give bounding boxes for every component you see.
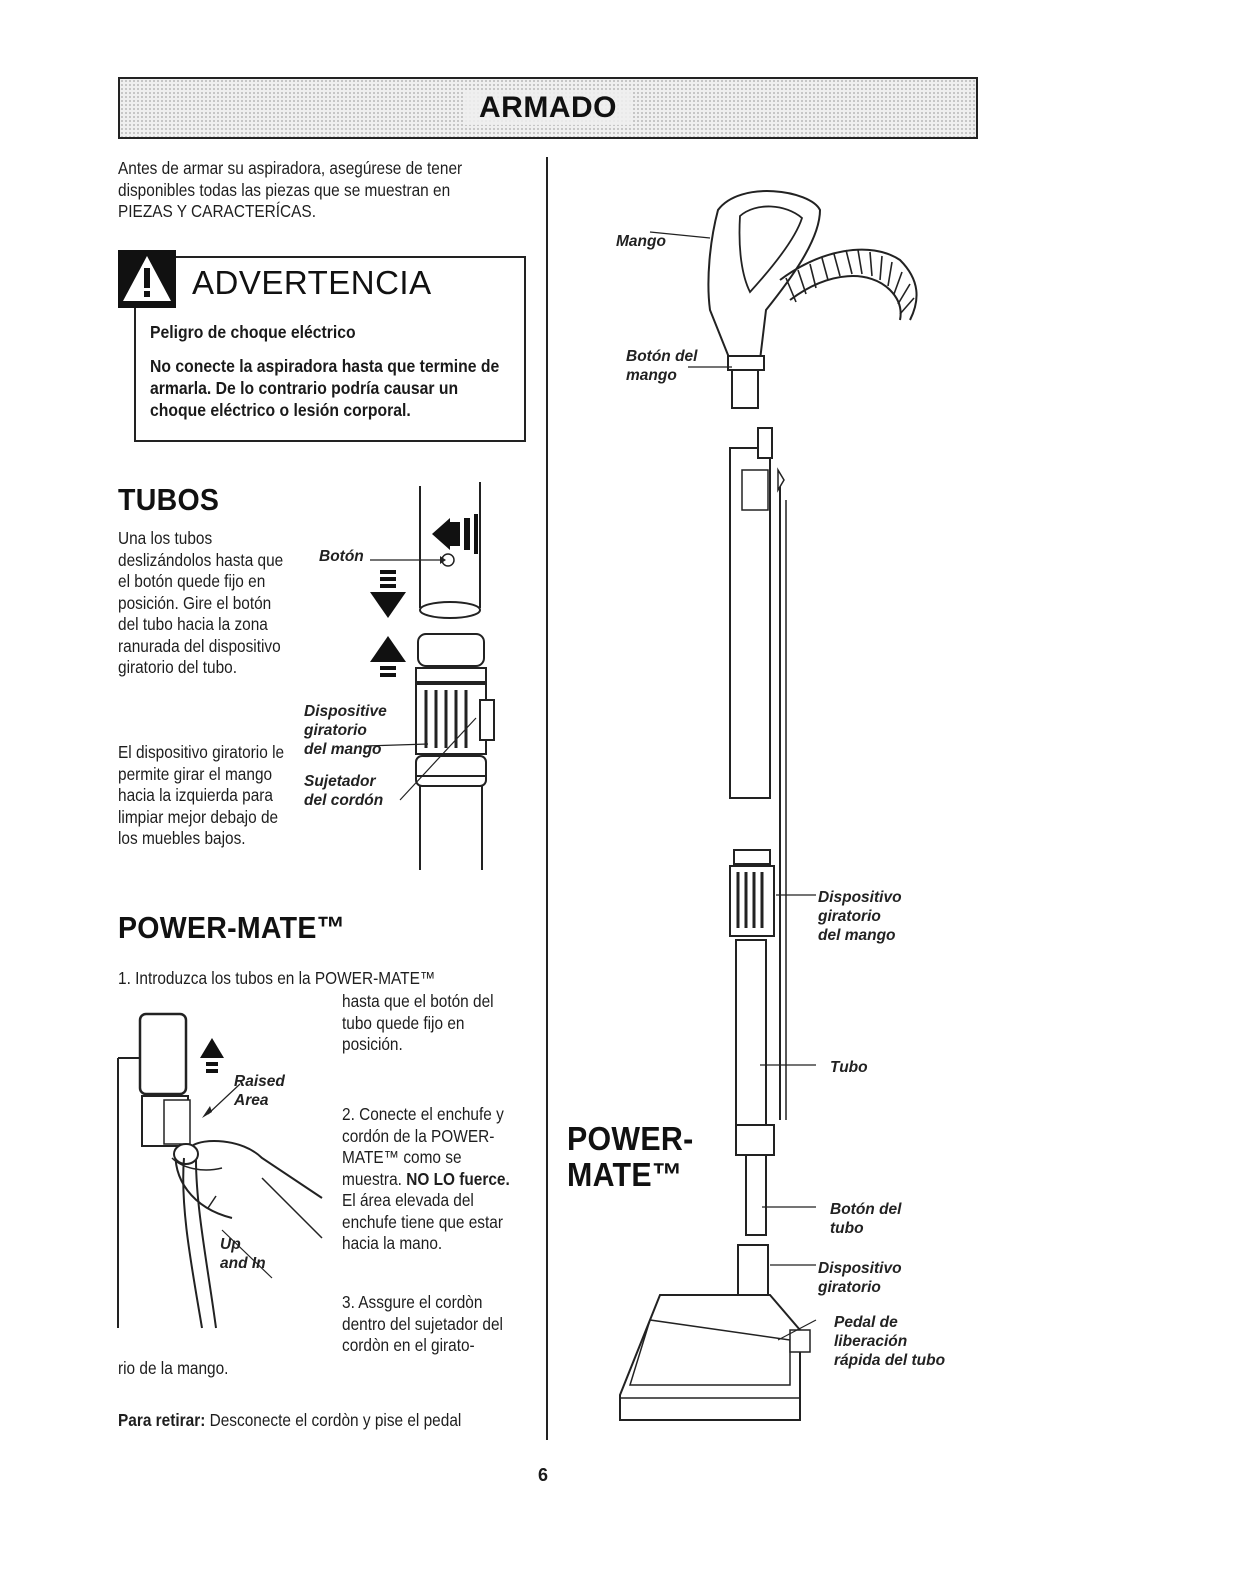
label-giratorio: giratorio <box>818 908 881 925</box>
warning-body: No conecte la aspiradora hasta que termi… <box>150 356 500 420</box>
warning-title: ADVERTENCIA <box>192 264 432 301</box>
label-mango: Mango <box>616 233 666 250</box>
powermate-step1: 1. Introduzca los tubos en la POWER-MATE… <box>118 968 436 988</box>
powermate-step1-rest: hasta que el botón del tubo quede fijo e… <box>342 991 494 1054</box>
plug-illustration <box>117 1012 323 1329</box>
label-boton-del-mango-2: mango <box>626 367 677 384</box>
step2-text-post: El área elevada del enchufe tiene que es… <box>342 1190 503 1253</box>
tube-joint-illustration <box>363 482 495 870</box>
powermate-step3: 3. Assgure el cordòn dentro del sujetado… <box>342 1292 503 1355</box>
label-del-cordon: del cordón <box>304 792 384 809</box>
label-giratorio: giratorio <box>304 722 367 739</box>
vacuum-assembly-illustration <box>619 190 918 1421</box>
retirar-label: Para retirar: <box>118 1410 206 1430</box>
label-boton-del-tubo-1: Botón del <box>830 1201 902 1218</box>
retirar-text: Desconecte el cordòn y pise el pedal <box>209 1410 462 1430</box>
powermate-step2: 2. Conecte el enchufe y cordón de la POW… <box>342 1104 518 1255</box>
label-boton-del-tubo-2: tubo <box>830 1220 864 1237</box>
section-header: ARMADO <box>118 77 978 139</box>
tubos-paragraph-2: El dispositivo giratorio le permite gira… <box>118 742 285 848</box>
label-pedal-1: Pedal de <box>834 1314 898 1331</box>
label-area: Area <box>234 1092 269 1109</box>
warning-subtitle: Peligro de choque eléctrico <box>150 322 356 342</box>
label-boton: Botón <box>319 548 364 565</box>
label-dispositive: Dispositive <box>304 703 387 720</box>
powermate-label-1: POWER- <box>567 1120 694 1157</box>
column-divider <box>546 157 548 1440</box>
label-dispositivo: Dispositivo <box>818 889 902 906</box>
label-raised: Raised <box>234 1073 285 1090</box>
label-del-mango: del mango <box>818 927 896 944</box>
step2-bold: NO LO fuerce. <box>406 1168 510 1189</box>
label-sujetador: Sujetador <box>304 773 376 790</box>
label-dispositivo-2: Dispositivo <box>818 1260 902 1277</box>
step2-text: 2. Conecte el enchufe y cordón de la POW… <box>342 1104 504 1189</box>
label-and-in: and In <box>220 1255 266 1272</box>
warning-icon <box>118 250 176 308</box>
label-del-mango: del mango <box>304 741 382 758</box>
tubos-paragraph-1: Una los tubos deslizándolos hasta que el… <box>118 528 284 677</box>
intro-text: Antes de armar su aspiradora, asegúrese … <box>118 158 463 221</box>
powermate-step3-cont: rio de la mango. <box>118 1358 229 1378</box>
label-pedal-3: rápida del tubo <box>834 1352 946 1369</box>
label-tubo: Tubo <box>830 1059 868 1076</box>
page-number: 6 <box>538 1465 549 1485</box>
label-giratorio-2: giratorio <box>818 1279 881 1296</box>
label-up: Up <box>220 1236 241 1253</box>
powermate-heading: POWER-MATE™ <box>118 910 346 945</box>
powermate-label-2: MATE™ <box>567 1156 683 1193</box>
page-title: ARMADO <box>465 91 631 125</box>
retirar-line: Para retirar: Desconecte el cordòn y pis… <box>118 1410 576 1432</box>
label-boton-del-mango-1: Botón del <box>626 348 698 365</box>
tubos-heading: TUBOS <box>118 482 220 517</box>
warning-box <box>134 256 526 442</box>
label-pedal-2: liberación <box>834 1333 908 1350</box>
